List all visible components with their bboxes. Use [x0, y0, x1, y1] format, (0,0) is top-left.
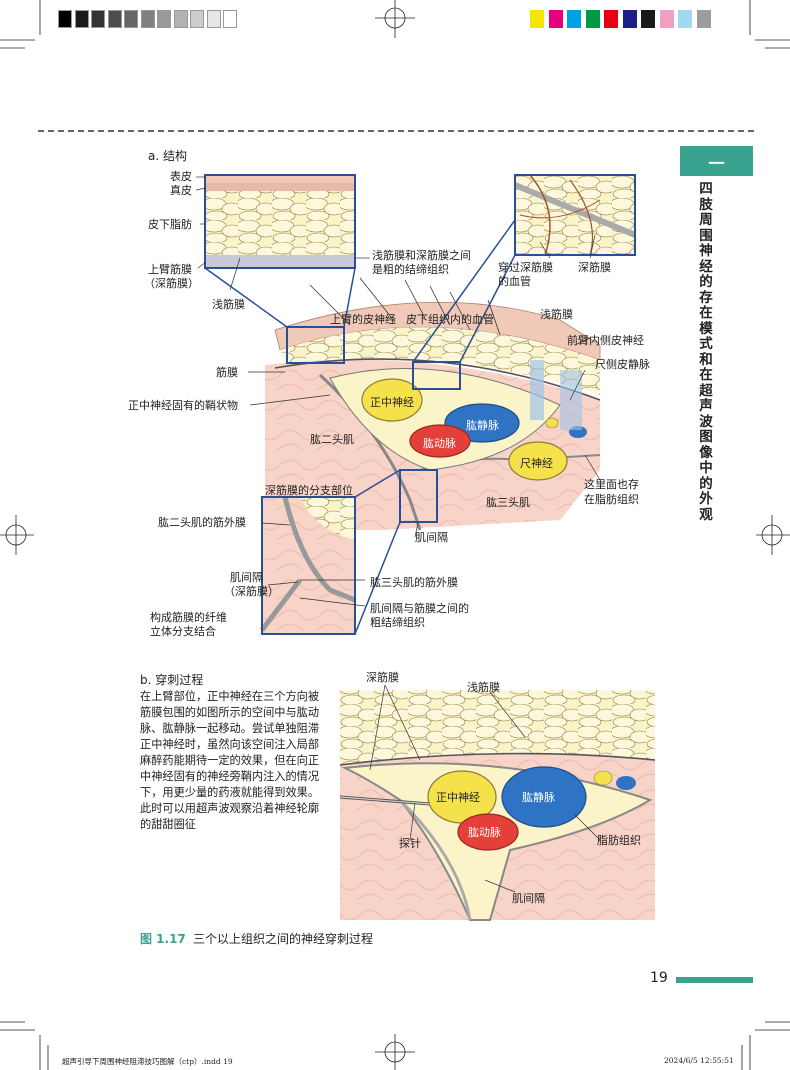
label-coarse-tissue-2: 是粗的结缔组织: [372, 263, 449, 276]
footer-timestamp: 2024/6/5 12:55:51: [664, 1056, 734, 1065]
label-basilic-vein: 尺侧皮静脉: [595, 358, 650, 371]
chapter-number: 一: [708, 154, 725, 173]
label-cutaneous-nerve: 上臂的皮神经: [330, 313, 396, 326]
label-coarse-between: 肌间隔与筋膜之间的: [370, 602, 469, 615]
chapter-tab: [680, 146, 753, 176]
label-subcutaneous-vessel: 皮下组织内的血管: [406, 313, 494, 326]
septum-zoom-inset: [260, 496, 356, 635]
color-swatch: [678, 10, 692, 28]
label-intermuscular: 肌间隔: [415, 531, 448, 544]
figure-caption-text: 三个以上组织之间的神经穿刺过程: [193, 932, 374, 946]
label-ulnar-nerve: 尺神经: [520, 457, 553, 470]
figure-b-paragraph: 在上臂部位，正中神经在三个方向被筋膜包围的如图所示的空间中与肱动脉、肱静脉一起移…: [140, 690, 320, 831]
figure-caption-number: 图 1.17: [140, 932, 186, 946]
label-upper-arm-fascia: 上臂筋膜: [148, 263, 192, 276]
label-epidermis: 表皮: [170, 170, 192, 183]
gray-swatch: [91, 10, 105, 28]
color-swatch: [585, 10, 600, 28]
label-triceps-epimysium: 肱三头肌的筋外膜: [370, 576, 458, 589]
label-median-nerve: 正中神经: [370, 396, 414, 409]
label-intermuscular-deep-2: （深筋膜）: [224, 585, 279, 598]
label-intermuscular-deep: 肌间隔: [230, 571, 263, 584]
label-superficial-fascia-left: 浅筋膜: [212, 298, 245, 311]
gray-swatch: [58, 10, 72, 28]
label-coarse-between-2: 粗结缔组织: [370, 616, 425, 629]
label-fiber-3d: 构成筋膜的纤维: [150, 611, 227, 624]
b-label-fat: 脂肪组织: [597, 834, 641, 847]
label-subcutaneous-fat: 皮下脂肪: [148, 218, 192, 231]
b-label-brachial-artery: 肱动脉: [468, 826, 501, 839]
b-label-median-nerve: 正中神经: [436, 791, 480, 804]
figure-b-title: b. 穿刺过程: [140, 673, 204, 687]
label-fat-here-2: 在脂肪组织: [584, 493, 639, 506]
label-fat-here: 这里面也存: [584, 478, 639, 491]
label-superficial-fascia-right: 浅筋膜: [540, 308, 573, 321]
gray-swatch: [223, 10, 237, 28]
label-deep-fascia-top: 深筋膜: [578, 261, 611, 274]
label-medial-cutaneous: 前臂内侧皮神经: [567, 334, 644, 347]
chapter-title: 四肢周围神经的存在模式和在超声波图像中的外观: [699, 181, 713, 523]
label-deep-fascia-paren: （深筋膜）: [144, 277, 199, 290]
gray-swatch: [190, 10, 204, 28]
label-dermis: 真皮: [170, 184, 192, 197]
label-biceps: 肱二头肌: [310, 433, 354, 446]
page-number-bar: [676, 977, 753, 983]
color-swatch: [567, 10, 581, 28]
color-swatch: [604, 10, 618, 28]
label-brachial-artery: 肱动脉: [423, 437, 456, 450]
gray-swatch: [140, 10, 155, 28]
color-swatch: [696, 10, 711, 28]
gray-swatch: [206, 10, 221, 28]
gray-swatch: [173, 10, 188, 28]
color-swatch: [530, 10, 544, 28]
b-label-deep-fascia: 深筋膜: [366, 671, 399, 684]
color-swatch: [622, 10, 637, 28]
label-triceps: 肱三头肌: [486, 496, 530, 509]
page-number: 19: [650, 970, 668, 986]
b-label-brachial-vein: 肱静脉: [522, 791, 555, 804]
vessel-zoom-inset: [513, 174, 637, 256]
label-brachial-vein: 肱静脉: [466, 419, 499, 432]
label-coarse-tissue: 浅筋膜和深筋膜之间: [372, 249, 471, 262]
figure-a-title: a. 结构: [148, 149, 187, 163]
label-fiber-3d-2: 立体分支结合: [150, 625, 216, 638]
label-perforating-vessel-2: 的血管: [498, 275, 531, 288]
gray-swatch: [157, 10, 171, 28]
label-median-sheath: 正中神经固有的鞘状物: [128, 399, 238, 412]
label-biceps-epimysium: 肱二头肌的筋外膜: [158, 516, 246, 529]
label-branch-site: 深筋膜的分支部位: [265, 484, 353, 497]
gray-swatch: [124, 10, 138, 28]
label-perforating-vessel: 穿过深筋膜: [498, 261, 553, 274]
gray-swatch: [107, 10, 122, 28]
color-swatch: [548, 10, 563, 28]
color-swatch: [659, 10, 674, 28]
gray-swatch: [74, 10, 89, 28]
footer-file: 超声引导下周围神经阻滞技巧图解（ctp）.indd 19: [62, 1057, 233, 1066]
color-swatch: [641, 10, 655, 28]
b-label-superficial-fascia: 浅筋膜: [467, 681, 500, 694]
b-label-intermuscular: 肌间隔: [512, 892, 545, 905]
skin-zoom-inset: [204, 174, 356, 269]
b-label-needle: 探针: [399, 837, 421, 850]
label-fascia: 筋膜: [216, 366, 238, 379]
